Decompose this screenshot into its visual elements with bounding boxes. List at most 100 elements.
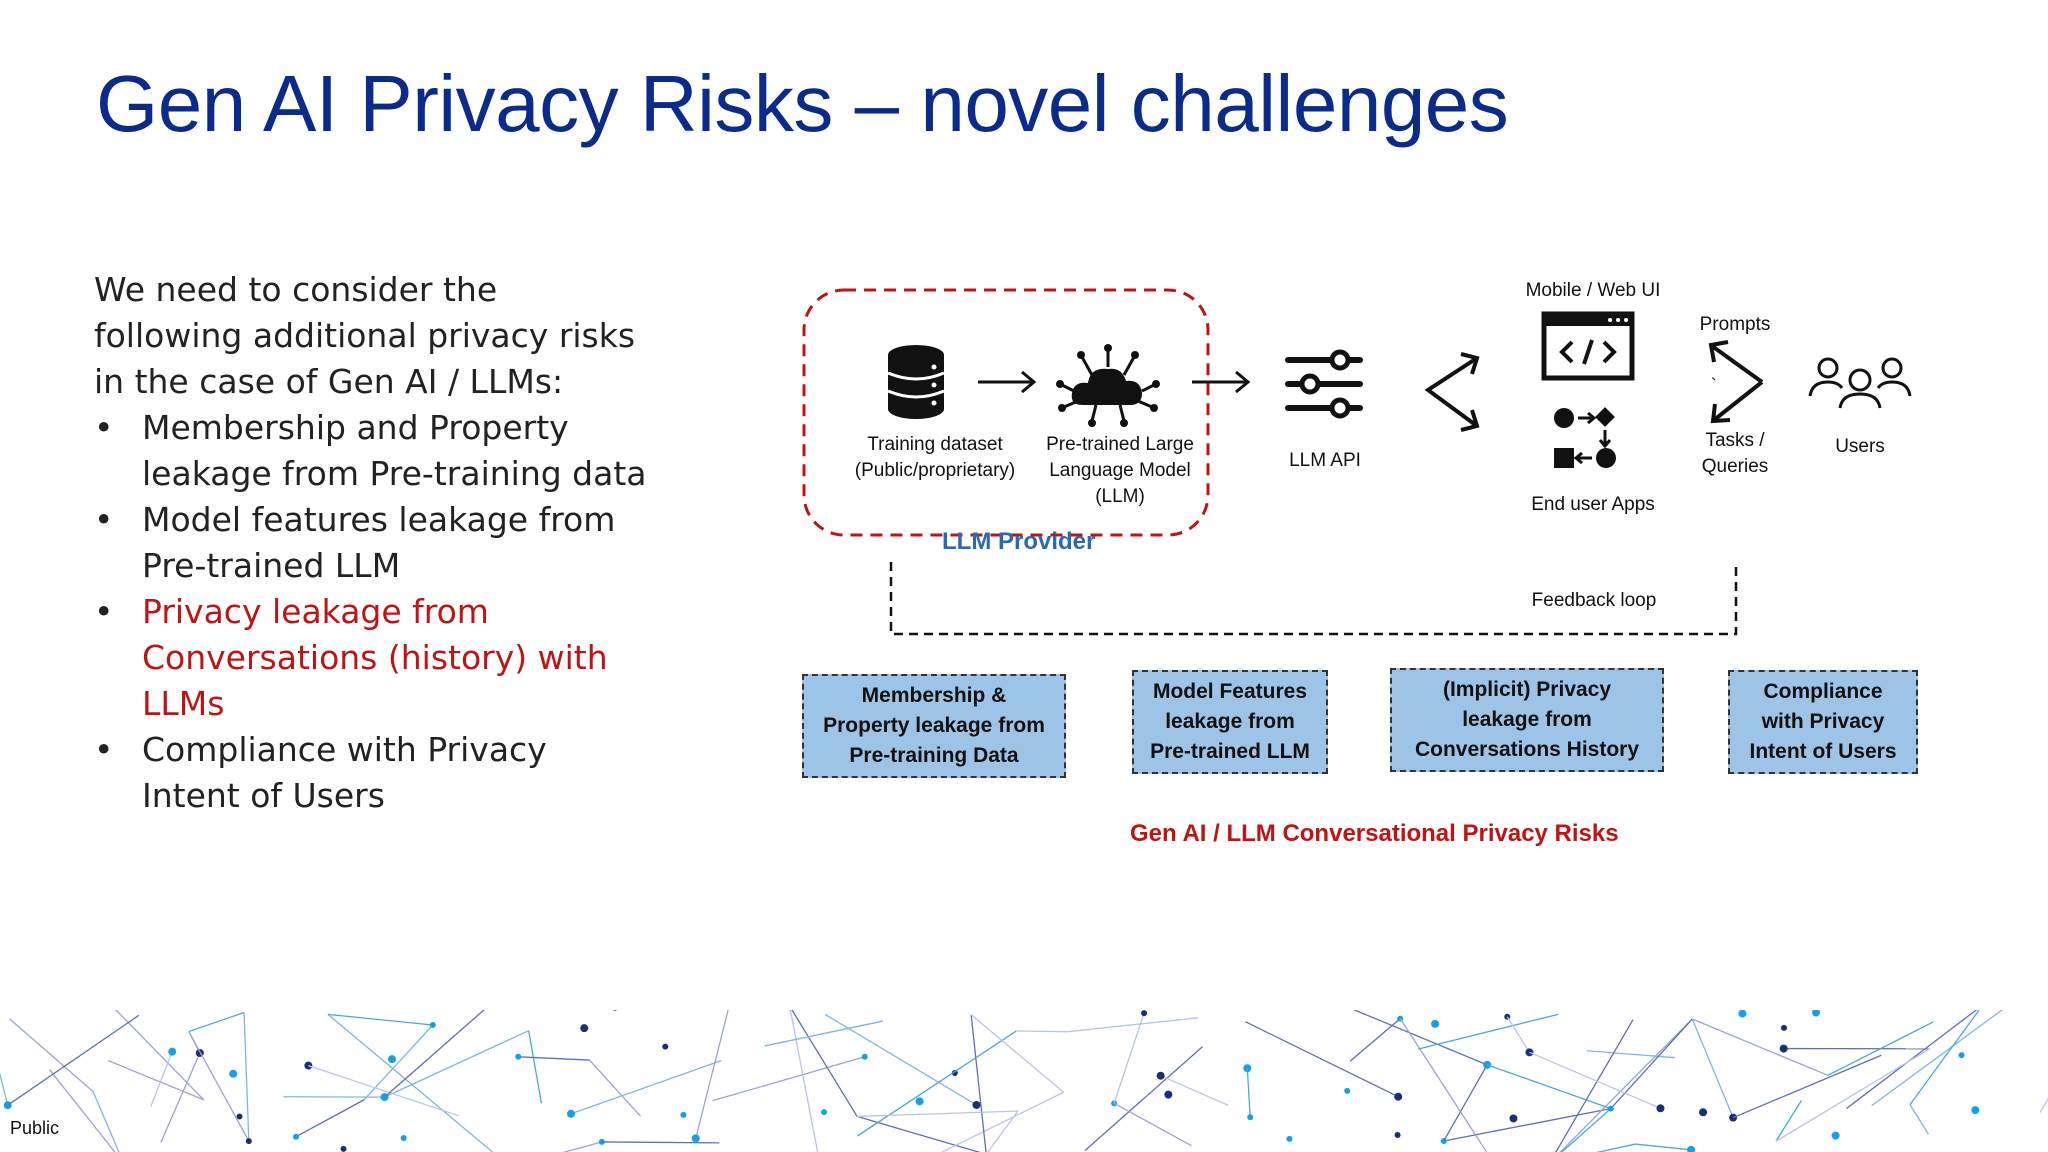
mesh-line (1555, 1019, 1634, 1152)
mesh-line (824, 1013, 977, 1106)
slide-title: Gen AI Privacy Risks – novel challenges (96, 59, 1509, 148)
label-tasks-queries: Tasks / Queries (1701, 430, 1769, 477)
mesh-line (1084, 1046, 1204, 1152)
bullet-membership: Membership and Property leakage from Pre… (94, 405, 654, 497)
intro-text-block: We need to consider the following additi… (94, 267, 654, 819)
mesh-line (108, 1060, 205, 1101)
mesh-line (150, 1051, 173, 1107)
network-mesh-decoration (0, 1010, 2048, 1152)
mesh-line (1529, 1051, 1661, 1109)
branch-arrows-api-to-clients (1424, 352, 1480, 432)
mesh-node (1164, 1090, 1173, 1099)
risk-box-compliance: Compliance with Privacy Intent of Users (1728, 670, 1918, 774)
mesh-node (245, 1138, 252, 1145)
mesh-node (567, 1109, 576, 1118)
mesh-line (970, 1014, 987, 1152)
mesh-line (570, 1060, 722, 1115)
mesh-line (1692, 1018, 1829, 1076)
sliders-icon (1285, 349, 1363, 419)
label-training-dataset: Training dataset (Public/proprietary) (854, 434, 1016, 481)
mesh-line (562, 1141, 603, 1152)
risk-box-conversation-history: (Implicit) Privacy leakage from Conversa… (1390, 668, 1664, 772)
mesh-line (856, 1115, 981, 1152)
mesh-node (662, 1043, 669, 1050)
llm-provider-label: LLM Provider (942, 528, 1096, 555)
mesh-line (363, 1024, 434, 1101)
mesh-line (327, 1013, 433, 1026)
label-users: Users (1835, 436, 1885, 457)
risk-box-model-features: Model Features leakage from Pre-trained … (1132, 670, 1328, 774)
mesh-node (1831, 1131, 1840, 1140)
mesh-line (987, 1110, 1019, 1152)
mesh-node (293, 1133, 300, 1140)
mesh-line (1596, 1143, 1636, 1152)
mesh-node (1509, 1114, 1518, 1123)
database-icon (887, 345, 945, 419)
mesh-node (1525, 1048, 1534, 1057)
risk-bullet-list: Membership and Property leakage from Pre… (94, 405, 654, 819)
mesh-node (1156, 1071, 1165, 1080)
mesh-line (295, 1099, 365, 1138)
mesh-node (400, 1134, 407, 1141)
bullet-compliance: Compliance with Privacy Intent of Users (94, 727, 654, 819)
mesh-node (691, 1134, 700, 1143)
mesh-line (1827, 1021, 1934, 1076)
bullet-model-features: Model features leakage from Pre-trained … (94, 497, 654, 589)
mesh-line (791, 1010, 858, 1117)
risk-box-membership: Membership & Property leakage from Pre-t… (802, 674, 1066, 778)
mesh-line (1909, 1104, 1929, 1135)
classification-label: Public (10, 1118, 60, 1138)
mesh-line (160, 1052, 201, 1143)
mesh-node (236, 1113, 243, 1120)
label-prompts: Prompts (1699, 314, 1771, 335)
mesh-node (168, 1047, 177, 1056)
mesh-node (1971, 1106, 1980, 1115)
mesh-line (1559, 1018, 1693, 1152)
mesh-line (589, 1059, 641, 1117)
mesh-node (229, 1069, 238, 1078)
mesh-line (308, 1064, 460, 1117)
mesh-line (1775, 1099, 1803, 1142)
diagram-graphics (802, 288, 1912, 636)
mesh-node (1286, 1135, 1293, 1142)
label-mobile-web-ui: Mobile / Web UI (1525, 280, 1661, 301)
mesh-node (1141, 1010, 1148, 1017)
llm-architecture-diagram: Training dataset (Public/proprietary) Pr… (780, 270, 1940, 890)
mesh-node (1247, 1114, 1254, 1121)
mesh-node (1729, 1113, 1738, 1122)
mesh-line (970, 1014, 1065, 1093)
mesh-node (1243, 1064, 1252, 1073)
mesh-node (1780, 1024, 1787, 1031)
mesh-line (1635, 1143, 1692, 1151)
mesh-node (972, 1100, 981, 1109)
mesh-node (1394, 1131, 1401, 1138)
mesh-node (515, 1053, 522, 1060)
mesh-line (1560, 1108, 1612, 1152)
mesh-node (580, 1024, 589, 1033)
mesh-line (1610, 1018, 1693, 1110)
label-end-user-apps: End user Apps (1531, 494, 1655, 515)
mesh-node (1779, 1044, 1788, 1053)
mesh-node (304, 1061, 313, 1070)
mesh-line (188, 1031, 250, 1142)
mesh-node (680, 1111, 687, 1118)
mesh-line (384, 1010, 485, 1098)
mesh-line (1909, 1010, 1980, 1105)
mesh-node (388, 1055, 397, 1064)
mesh-line (1443, 1107, 1611, 1142)
mesh-line (1417, 1013, 1559, 1050)
mesh-line (1113, 1102, 1192, 1147)
mesh-node (1607, 1105, 1614, 1112)
mesh-line (1113, 1012, 1145, 1104)
mesh-line (1245, 1021, 1399, 1098)
feedback-loop-line (889, 562, 1738, 636)
mesh-node (3, 1101, 12, 1110)
mesh-node (1812, 1010, 1821, 1017)
mesh-node (1958, 1052, 1965, 1059)
mesh-node (1394, 1092, 1403, 1101)
mesh-line (1160, 1075, 1229, 1107)
mesh-line (188, 1011, 245, 1033)
mesh-line (48, 1069, 116, 1152)
mesh-line (1586, 1050, 1676, 1059)
llm-provider-boundary (802, 288, 1210, 537)
